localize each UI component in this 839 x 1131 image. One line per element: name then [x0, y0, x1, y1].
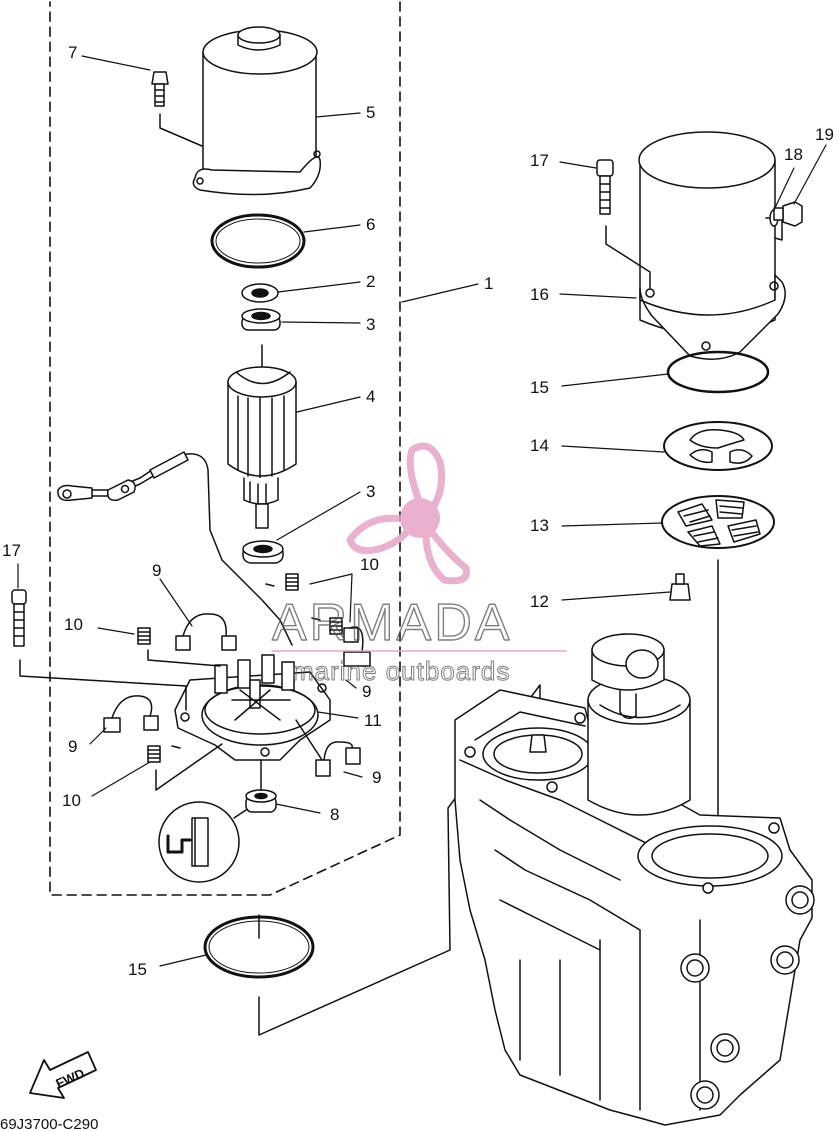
- tilt-unit-body: [454, 633, 815, 1126]
- callout-15-lower: 15: [128, 960, 147, 979]
- forward-direction-arrow: FWD: [29, 1051, 97, 1099]
- callout-9-upper-left: 9: [152, 561, 161, 580]
- motor-housing-part-5: [192, 26, 322, 196]
- callout-17-left: 17: [2, 541, 21, 560]
- callout-7: 7: [68, 43, 77, 62]
- bearing-part-3-upper: [241, 308, 281, 331]
- diagram-code: 69J3700-C290: [0, 1116, 98, 1131]
- callout-17-right: 17: [530, 151, 549, 170]
- o-ring-part-15-upper: [666, 350, 770, 394]
- brush-holder-part-11: [174, 654, 331, 761]
- watermark-brand: ARMADA: [272, 594, 512, 652]
- callout-16: 16: [530, 285, 549, 304]
- armature-part-4: [227, 344, 297, 529]
- callout-9-lower-right: 9: [372, 768, 381, 787]
- plug-part-19: [773, 201, 803, 227]
- bolt-part-17-right: [596, 159, 651, 289]
- plate-part-14: [663, 421, 773, 471]
- callout-13: 13: [530, 516, 549, 535]
- callout-1: 1: [484, 274, 493, 293]
- oil-seal-part-2: [241, 283, 279, 303]
- bushing-part-8: [245, 759, 277, 813]
- spring-part-10-bottom: [147, 743, 223, 791]
- spring-part-10-top: [265, 573, 299, 591]
- brush-part-9-lower-right: [295, 719, 361, 777]
- callout-4: 4: [366, 387, 375, 406]
- assembly-boundary-dashed: [49, 1, 401, 896]
- callout-8: 8: [330, 805, 339, 824]
- callout-9-lower-left: 9: [68, 737, 77, 756]
- callout-3-lower: 3: [366, 482, 375, 501]
- leader-lines: [17, 55, 827, 967]
- brush-part-9-upper-left: [175, 613, 237, 651]
- callout-18: 18: [784, 145, 803, 164]
- callout-14: 14: [530, 436, 549, 455]
- callout-12: 12: [530, 592, 549, 611]
- callout-3-upper: 3: [366, 315, 375, 334]
- callout-labels: 1 2 3 3 4 5 6 7 8 9 9 9 9 10 10 10 11 12…: [0, 43, 834, 1131]
- watermark-tagline: marine outboards: [292, 656, 510, 686]
- callout-2: 2: [366, 272, 375, 291]
- detail-magnifier: [158, 801, 247, 883]
- brush-part-9-right: [343, 626, 371, 667]
- propeller-logo: [346, 442, 471, 585]
- o-ring-part-6: [210, 213, 306, 269]
- callout-9-right: 9: [362, 682, 371, 701]
- bearing-part-3-lower: [242, 540, 284, 564]
- callout-19: 19: [815, 125, 834, 144]
- callout-10-top: 10: [360, 555, 379, 574]
- callout-5: 5: [366, 103, 375, 122]
- filter-part-13: [661, 495, 775, 549]
- callout-6: 6: [366, 215, 375, 234]
- callout-10-left: 10: [64, 615, 83, 634]
- wiring-harness: [57, 451, 293, 646]
- reservoir-housing-part-16: [638, 131, 786, 360]
- brush-part-9-lower-left: [103, 695, 159, 733]
- bolt-part-17-left: [11, 589, 187, 711]
- part-12: [669, 573, 691, 601]
- callout-11: 11: [364, 711, 382, 730]
- armada-watermark: ARMADA marine outboards: [271, 442, 567, 687]
- callout-15-upper: 15: [530, 378, 549, 397]
- callout-10-bottom: 10: [62, 791, 81, 810]
- spring-part-10-left: [137, 627, 221, 667]
- spring-part-10-right: [311, 617, 343, 635]
- bolt-part-7: [151, 71, 203, 147]
- o-ring-part-15-lower: [203, 684, 541, 1036]
